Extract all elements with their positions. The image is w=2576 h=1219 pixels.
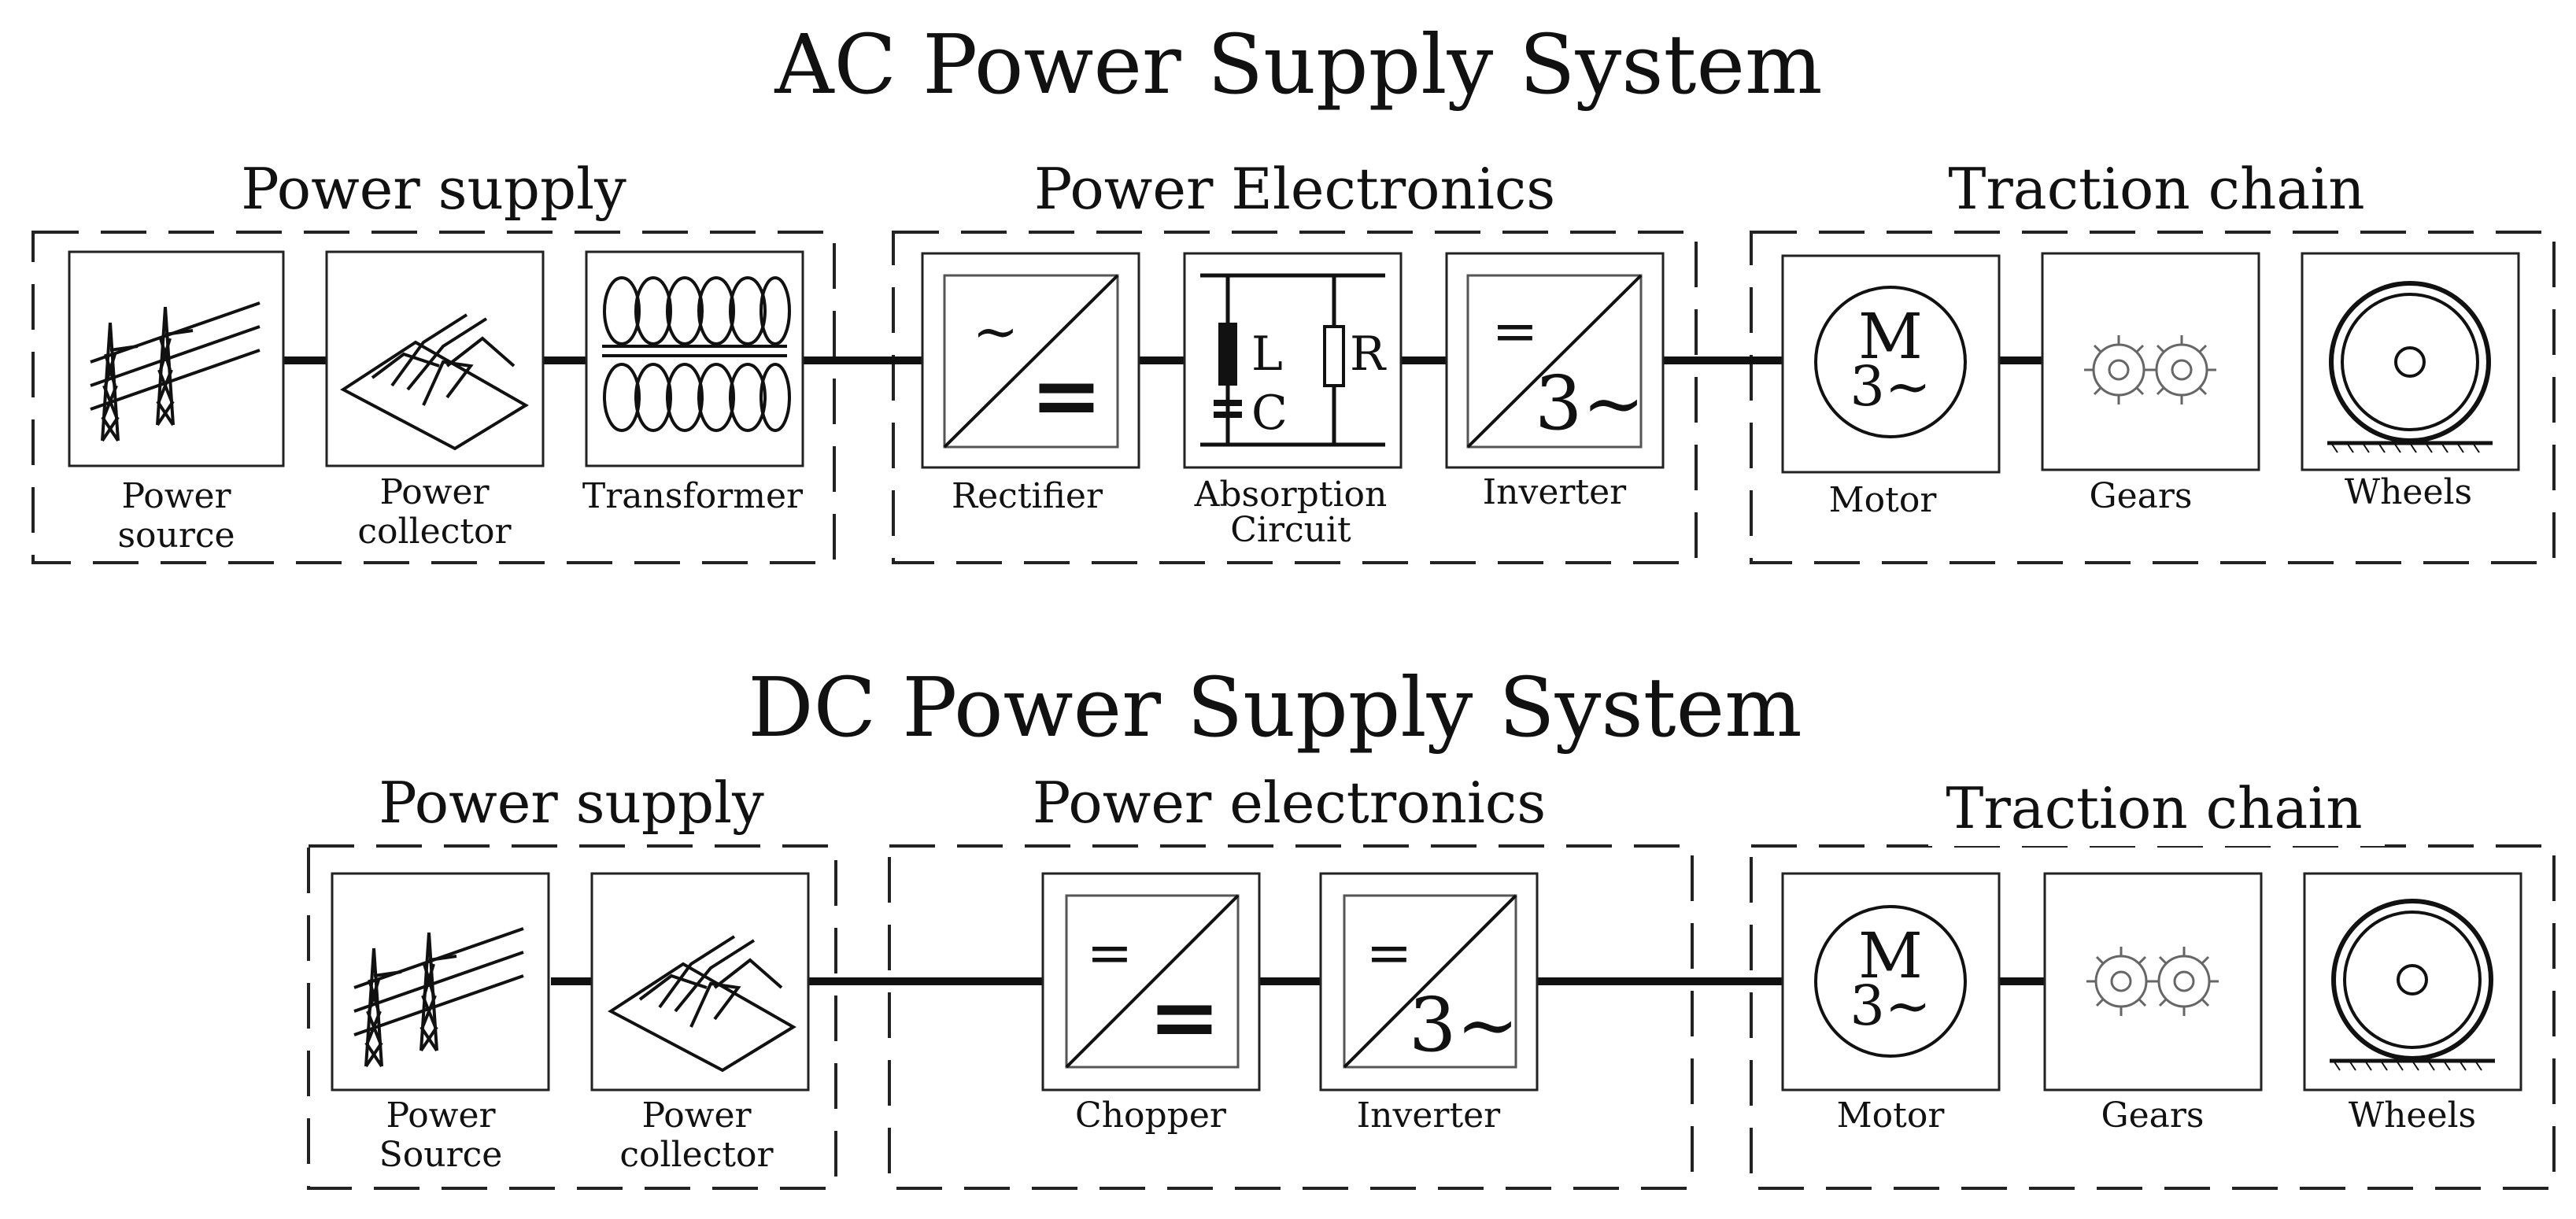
motor-icon bbox=[1814, 905, 1967, 1058]
dc-inverter-label: Inverter bbox=[1357, 1095, 1501, 1136]
ac-motor-m: M bbox=[1858, 300, 1923, 373]
ac-power-source-label-2: source bbox=[117, 515, 235, 556]
dc-group-title-supply: Power supply bbox=[379, 770, 764, 836]
ac-wheels-block: Wheels bbox=[2301, 252, 2520, 512]
ac-gears-label: Gears bbox=[2089, 476, 2192, 516]
dc-power-source-block: Power Source bbox=[331, 872, 550, 1175]
dc-title: DC Power Supply System bbox=[748, 659, 1802, 755]
dc-power-supply-group bbox=[307, 844, 837, 1190]
dc-wheels-block: Wheels bbox=[2303, 872, 2522, 1136]
ac-rectifier-ac-symbol: ~ bbox=[973, 299, 1019, 364]
ac-absorption-label-2: Circuit bbox=[1230, 510, 1351, 550]
ac-power-source-block: Power source bbox=[68, 250, 285, 556]
ac-gears-block: Gears bbox=[2041, 252, 2260, 516]
ac-rectifier-block: ~ = Rectifier bbox=[921, 252, 1140, 516]
dc-inverter-block: = 3~ Inverter bbox=[1319, 872, 1539, 1136]
dc-motor-m: M bbox=[1858, 919, 1923, 992]
ac-title: AC Power Supply System bbox=[774, 17, 1822, 113]
ac-motor-3ac: 3~ bbox=[1850, 354, 1931, 419]
dc-chopper-block: = = Chopper bbox=[1041, 872, 1261, 1136]
ac-power-collector-label-1: Power bbox=[379, 472, 490, 512]
dc-power-collector-label-2: collector bbox=[619, 1135, 774, 1175]
ac-group-title-supply: Power supply bbox=[241, 156, 626, 222]
ac-inverter-dc-symbol: = bbox=[1492, 299, 1539, 364]
ac-power-collector-block: Power collector bbox=[325, 250, 545, 552]
dc-gears-block: Gears bbox=[2043, 872, 2263, 1136]
inductor-label: L bbox=[1251, 327, 1283, 382]
ac-group-title-electronics: Power Electronics bbox=[1034, 156, 1555, 222]
transformer-icon bbox=[602, 276, 791, 432]
ac-motor-label: Motor bbox=[1829, 480, 1938, 520]
dc-motor-block: M 3~ Motor bbox=[1781, 872, 2001, 1136]
ac-absorption-label-1: Absorption bbox=[1194, 475, 1388, 515]
ac-rectifier-label: Rectifier bbox=[952, 476, 1103, 516]
dc-power-electronics-group bbox=[888, 844, 1694, 1190]
dc-motor-label: Motor bbox=[1837, 1095, 1946, 1136]
dc-power-source-label-2: Source bbox=[379, 1135, 503, 1175]
dc-gears-label: Gears bbox=[2101, 1095, 2204, 1136]
resistor-label: R bbox=[1350, 327, 1387, 382]
ac-inverter-3ac-symbol: 3~ bbox=[1535, 360, 1645, 447]
ac-absorption-circuit-block: L C R Absorption Circuit bbox=[1183, 252, 1403, 550]
dc-inverter-dc-symbol: = bbox=[1366, 921, 1413, 985]
ac-power-collector-label-2: collector bbox=[357, 512, 512, 552]
motor-icon bbox=[1814, 286, 1967, 438]
ac-traction-chain-group bbox=[1750, 231, 2556, 564]
ac-group-title-traction: Traction chain bbox=[1948, 156, 2364, 222]
dc-wheels-label: Wheels bbox=[2349, 1095, 2476, 1136]
dc-group-title-electronics: Power electronics bbox=[1033, 770, 1546, 836]
ac-power-source-label-1: Power bbox=[121, 476, 231, 516]
dc-inverter-3ac-symbol: 3~ bbox=[1409, 982, 1519, 1069]
ac-rectifier-dc-symbol: = bbox=[1030, 344, 1103, 445]
ac-wheels-label: Wheels bbox=[2345, 472, 2472, 512]
dc-power-collector-block: Power collector bbox=[590, 872, 810, 1175]
dc-traction-chain-group bbox=[1750, 844, 2556, 1190]
ac-power-electronics-group bbox=[892, 231, 1698, 564]
capacitor-label: C bbox=[1251, 386, 1288, 441]
ac-inverter-label: Inverter bbox=[1483, 472, 1627, 512]
dc-motor-3ac: 3~ bbox=[1850, 973, 1931, 1038]
dc-group-title-traction: Traction chain bbox=[1946, 775, 2362, 841]
ac-power-supply-group bbox=[31, 231, 836, 564]
dc-power-source-label-1: Power bbox=[386, 1095, 496, 1136]
dc-chopper-out-symbol: = bbox=[1148, 966, 1221, 1067]
dc-chopper-in-symbol: = bbox=[1087, 921, 1133, 985]
ac-transformer-block: Transformer bbox=[582, 250, 804, 516]
ac-motor-block: M 3~ Motor bbox=[1781, 254, 2001, 520]
ac-inverter-block: = 3~ Inverter bbox=[1445, 252, 1665, 512]
ac-transformer-label: Transformer bbox=[582, 476, 804, 516]
dc-chopper-label: Chopper bbox=[1075, 1095, 1227, 1136]
dc-power-collector-label-1: Power bbox=[641, 1095, 752, 1136]
